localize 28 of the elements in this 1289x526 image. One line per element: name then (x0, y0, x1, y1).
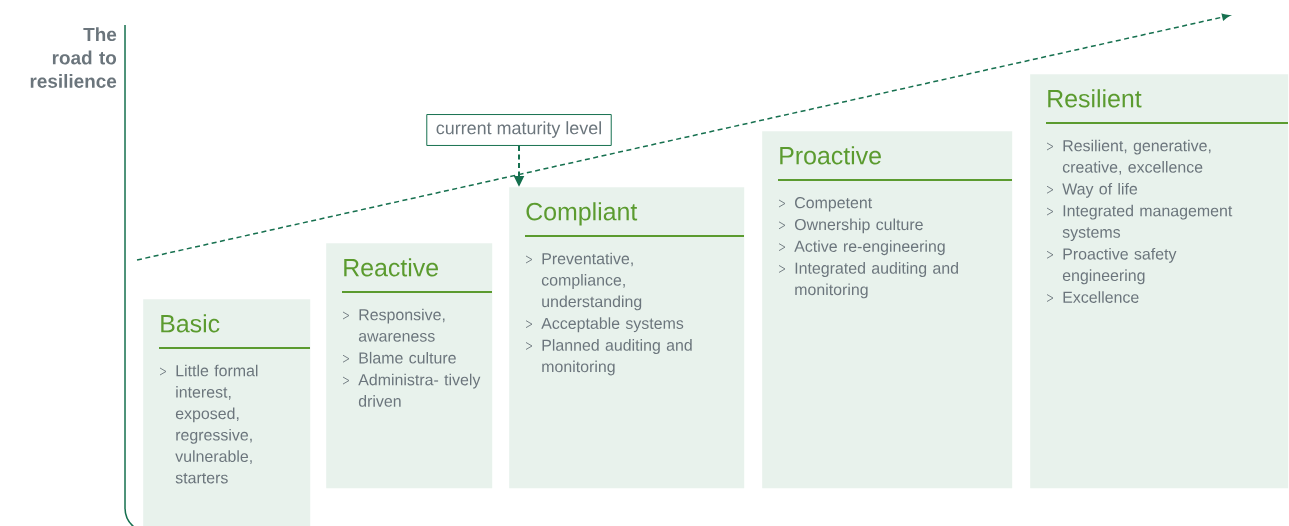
bullet-item: Little formal interest, exposed, regressive, vulnerable, starters (159, 364, 258, 484)
bullet-item: Blame culture (342, 351, 456, 364)
stage-box (762, 131, 1013, 489)
stage-heading: Compliant (526, 202, 638, 226)
bullet-item: Resilient, generative, creative, excellence (1046, 139, 1211, 175)
bullet-item: Way of life (1046, 182, 1138, 198)
stage-heading: Resilient (1048, 89, 1142, 108)
stage-box (143, 299, 311, 526)
stage-heading: Reactive (344, 258, 438, 277)
bullet-item: Acceptable systems (525, 317, 684, 333)
stage-heading: Basic (161, 314, 220, 333)
stage-box (509, 187, 745, 489)
stage-heading: Proactive (780, 146, 881, 165)
bullet-item: Responsive, awareness (342, 308, 445, 342)
bullet-item: Planned auditing and monitoring (525, 339, 692, 376)
stage-box (1030, 74, 1289, 489)
callout-box: current maturity level (426, 114, 612, 146)
bullet-item: Active re-engineering (778, 240, 945, 256)
bullet-item: Integrated management systems (1046, 204, 1233, 241)
title: The road to resilience (30, 27, 117, 88)
bullet-item: Preventative, compliance, understanding (525, 252, 642, 311)
bullet-item: Administra- tively driven (342, 373, 481, 407)
bullet-item: Ownership culture (778, 218, 923, 234)
bullet-item: Integrated auditing and monitoring (778, 262, 958, 299)
stage-box (326, 243, 493, 489)
bullet-item: Excellence (1046, 291, 1139, 303)
bullet-item: Proactive safety engineering (1046, 247, 1177, 285)
bullet-item: Competent (778, 197, 873, 212)
